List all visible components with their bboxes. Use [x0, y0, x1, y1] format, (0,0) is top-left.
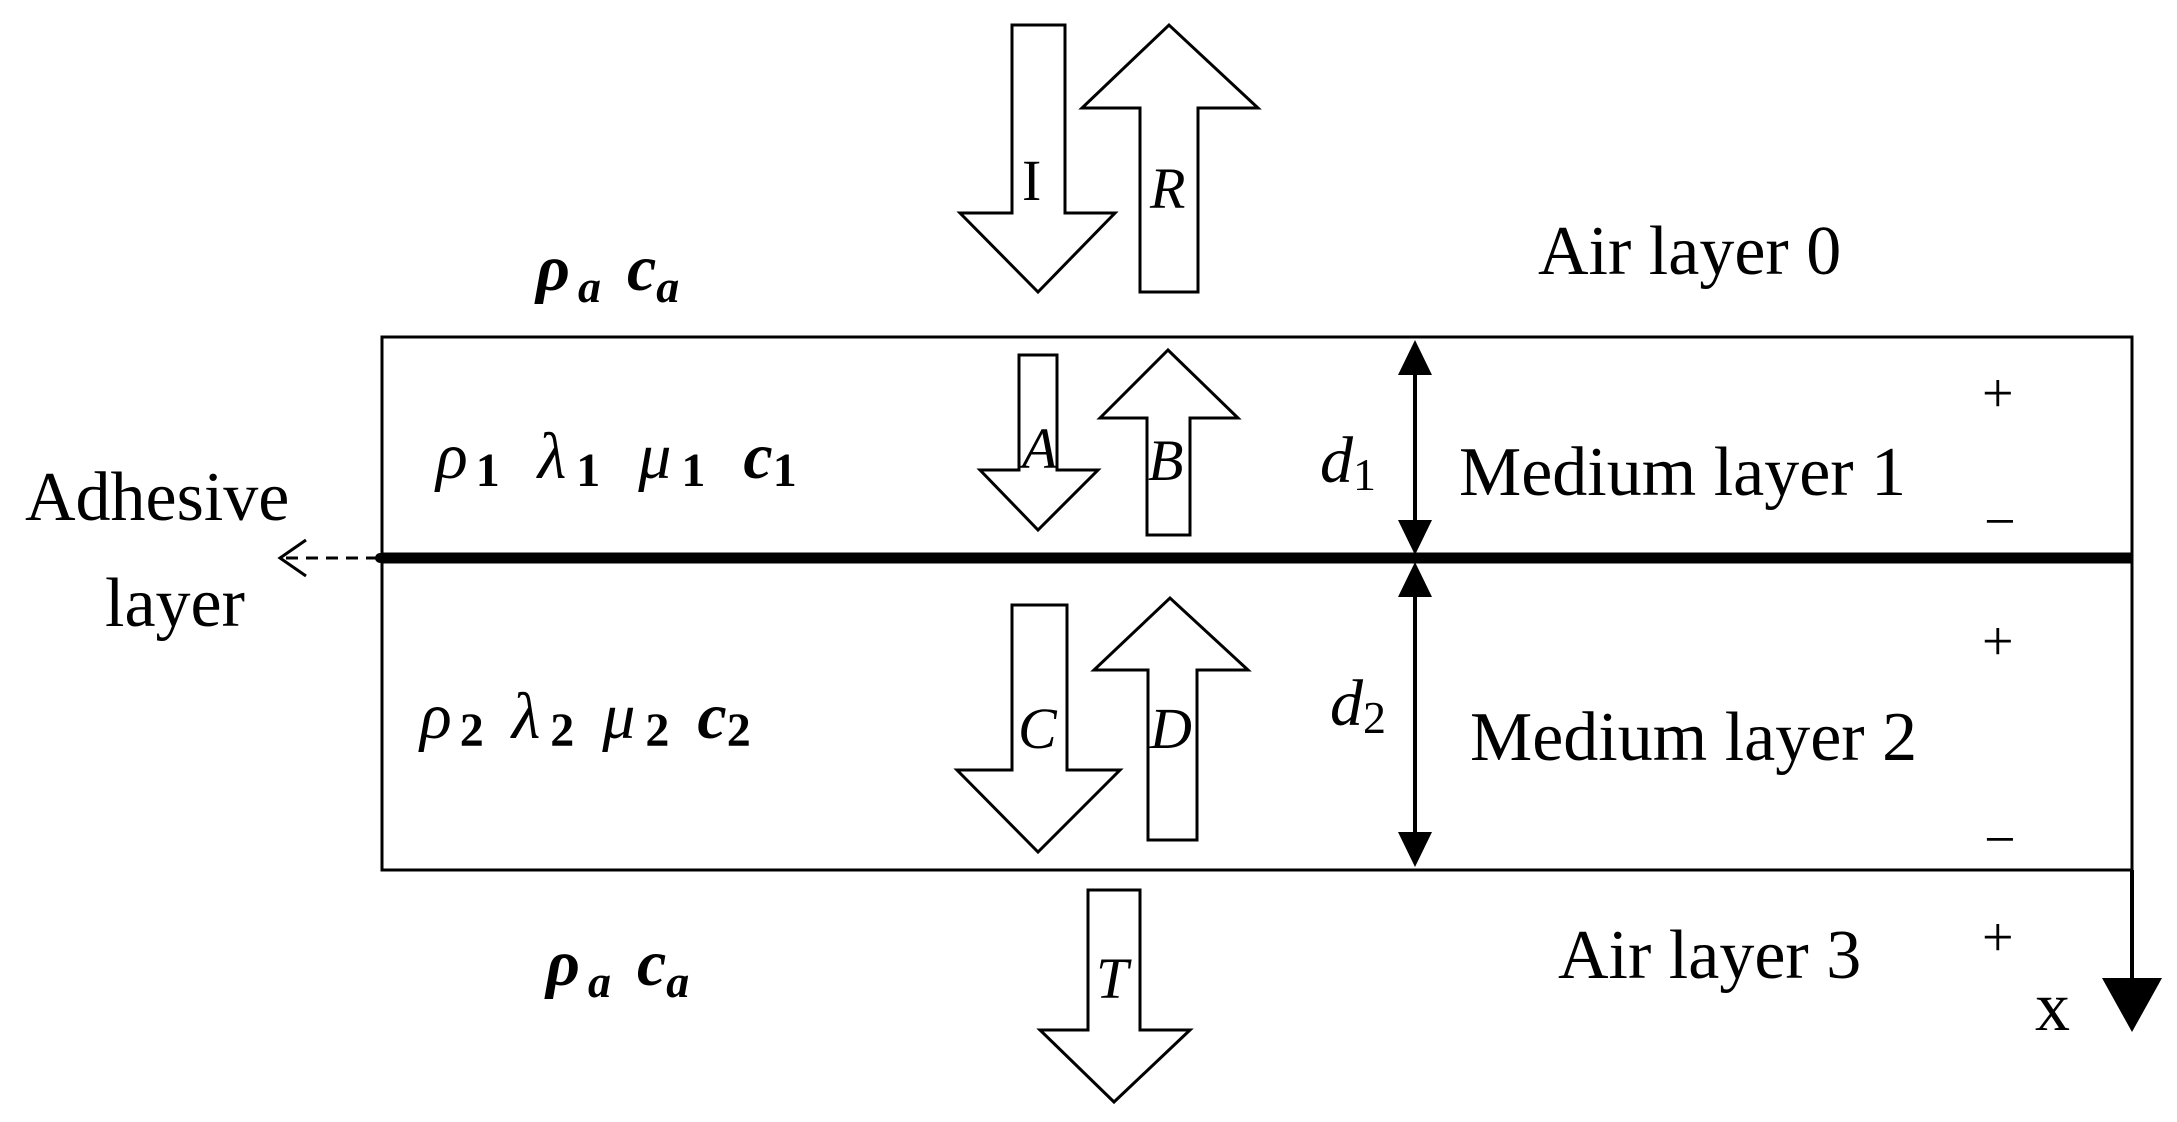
adhesive-label-line1: Adhesive — [25, 459, 289, 536]
adhesive-leader-dot — [375, 553, 385, 563]
transmitted-wave-arrow-icon — [1036, 888, 1194, 1105]
medium-layer-1-label: Medium layer 1 — [1459, 434, 1906, 511]
wave-a-arrow-icon — [976, 353, 1102, 533]
air-layer-3-label: Air layer 3 — [1558, 917, 1861, 994]
incident-wave-arrow-icon — [956, 23, 1119, 295]
wave-c-arrow-icon — [953, 603, 1124, 855]
medium1-bottom-sign: − — [1984, 491, 2016, 553]
reflected-wave-arrow-icon — [1078, 22, 1262, 294]
d2-top-arrowhead-icon — [1398, 562, 1432, 597]
d2-label: d2 — [1330, 667, 1386, 743]
medium1-top-sign: + — [1982, 363, 2014, 425]
wave-c-label: C — [1018, 696, 1058, 761]
wave-b-arrow-icon — [1096, 347, 1242, 537]
d1-top-arrowhead-icon — [1398, 340, 1432, 375]
transmitted-wave-label: T — [1096, 946, 1132, 1011]
adhesive-label-line2: layer — [105, 565, 245, 642]
wave-a-label: A — [1018, 416, 1058, 481]
air-layer-0-label: Air layer 0 — [1538, 213, 1841, 290]
adhesive-arrow-icon — [277, 538, 307, 578]
wave-b-label: B — [1148, 428, 1183, 493]
medium-layer-2-label: Medium layer 2 — [1470, 699, 1917, 776]
x-axis-label: x — [2035, 969, 2070, 1046]
wave-d-label: D — [1149, 696, 1192, 761]
reflected-wave-label: R — [1149, 156, 1185, 221]
medium2-top-sign: + — [1982, 611, 2014, 673]
incident-wave-label: I — [1022, 148, 1041, 213]
d2-bottom-arrowhead-icon — [1398, 832, 1432, 867]
medium2-bottom-sign: − — [1984, 809, 2016, 871]
air3-top-sign: + — [1982, 907, 2014, 969]
wave-d-arrow-icon — [1090, 595, 1252, 842]
d1-bottom-arrowhead-icon — [1398, 520, 1432, 555]
x-axis-arrowhead-icon — [2102, 978, 2162, 1032]
d1-label: d1 — [1320, 424, 1376, 500]
